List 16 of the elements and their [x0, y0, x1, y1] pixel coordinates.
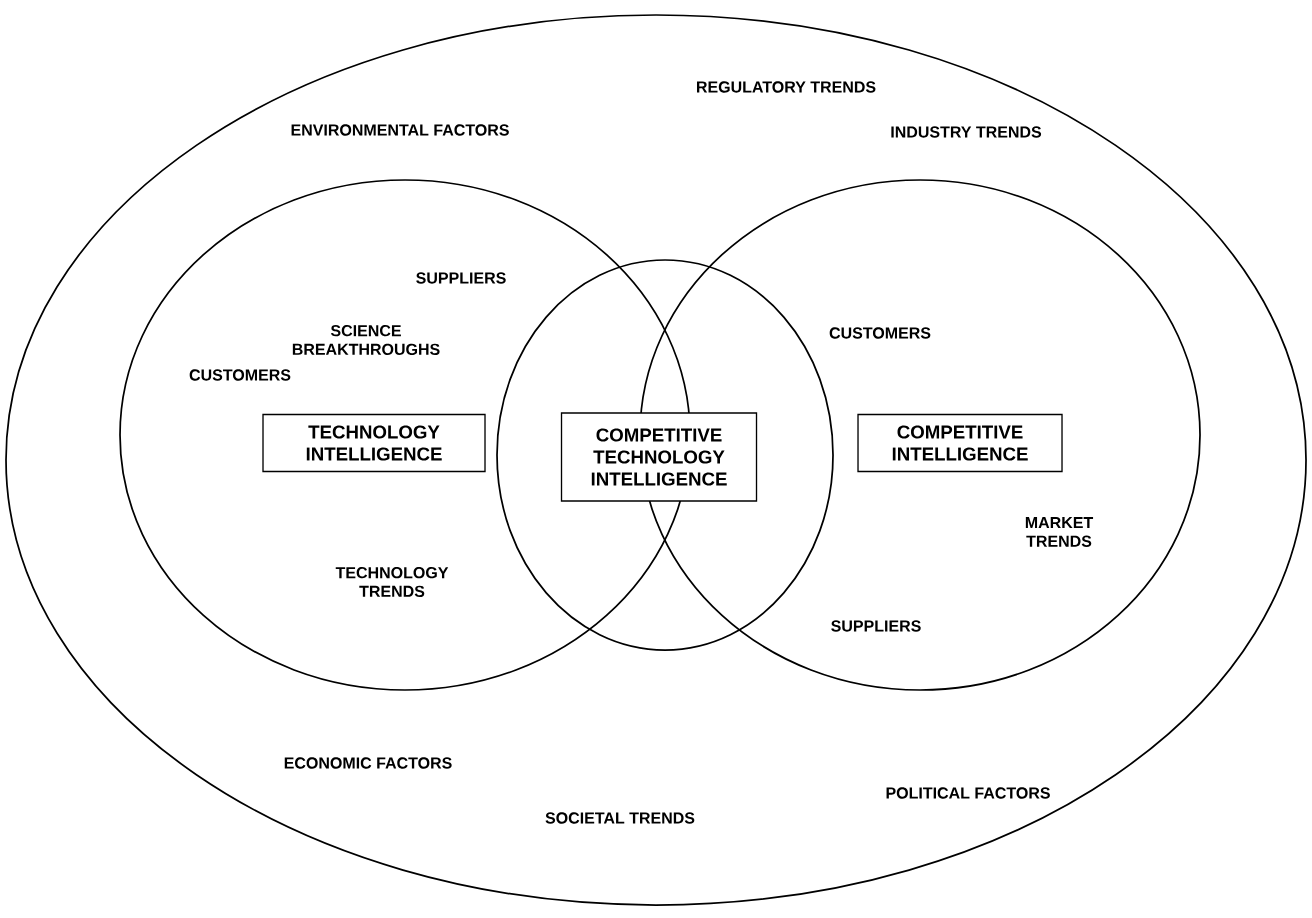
factor-label: SUPPLIERS	[416, 272, 506, 284]
factor-label: CUSTOMERS	[829, 327, 931, 339]
labeled-box: COMPETITIVE INTELLIGENCE	[857, 413, 1063, 473]
factor-label: SUPPLIERS	[831, 620, 921, 632]
factor-label: REGULATORY TRENDS	[697, 81, 876, 93]
labeled-box: COMPETITIVE TECHNOLOGY INTELLIGENCE	[560, 412, 758, 502]
factor-label: INDUSTRY TRENDS	[891, 126, 1042, 138]
labeled-box: TECHNOLOGY INTELLIGENCE	[262, 413, 486, 473]
factor-label: CUSTOMERS	[189, 369, 291, 381]
factor-label: SCIENCE BREAKTHROUGHS	[292, 325, 440, 355]
factor-label: ECONOMIC FACTORS	[284, 757, 452, 769]
factor-label: POLITICAL FACTORS	[886, 787, 1050, 799]
factor-label: TECHNOLOGY TRENDS	[335, 567, 449, 597]
factor-label: SOCIETAL TRENDS	[545, 812, 695, 824]
factor-label: MARKET TRENDS	[1025, 517, 1094, 547]
factor-label: ENVIRONMENTAL FACTORS	[291, 124, 509, 136]
